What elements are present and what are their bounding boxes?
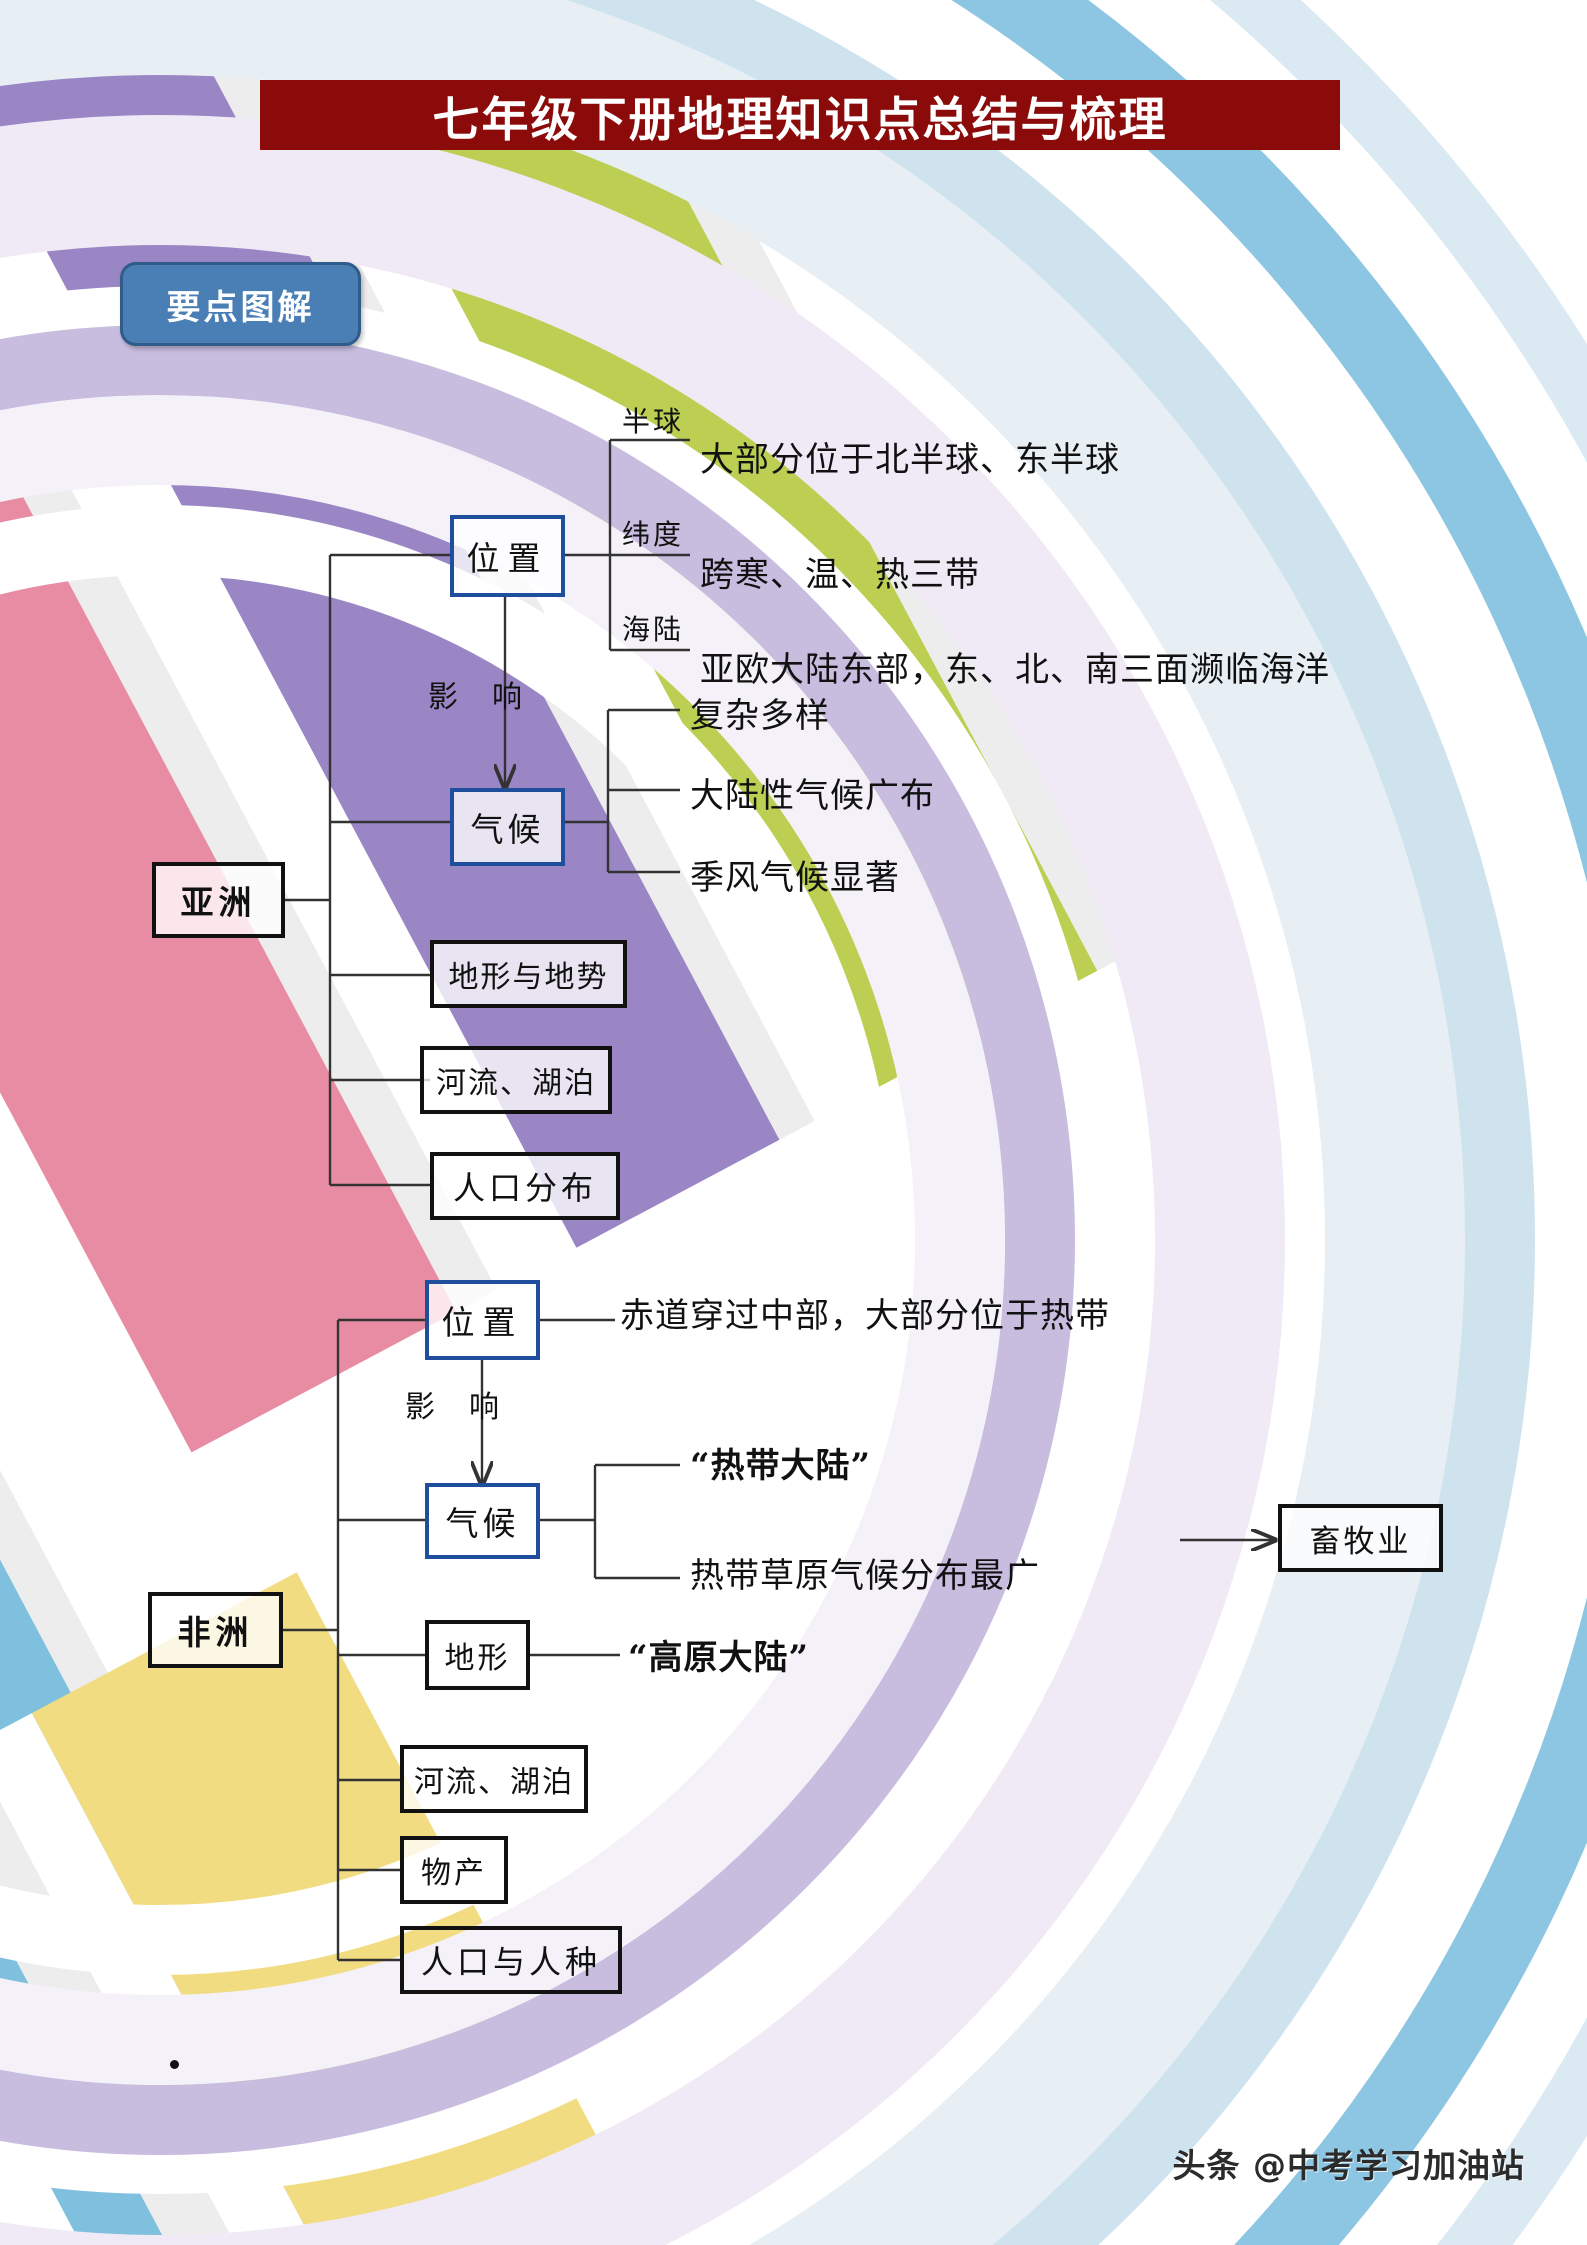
africa-influence-label: 影 响	[405, 1390, 501, 1425]
section-badge: 要点图解	[120, 262, 361, 346]
africa-location-value: 赤道穿过中部，大部分位于热带	[620, 1296, 1110, 1336]
africa-location-label: 位置	[441, 1303, 524, 1342]
asia-node-rivers[interactable]: 河流、湖泊	[420, 1046, 612, 1114]
africa-terrain-box[interactable]: 地形	[425, 1620, 530, 1690]
asia-climate-item-1: 大陆性气候广布	[690, 776, 935, 816]
watermark-footer: 头条 @中考学习加油站	[1173, 2139, 1526, 2187]
page-title-text: 七年级下册地理知识点总结与梳理	[432, 92, 1168, 148]
africa-livestock-box[interactable]: 畜牧业	[1278, 1504, 1443, 1572]
asia-climate-box[interactable]: 气候	[450, 788, 565, 866]
asia-climate-label: 气候	[470, 810, 545, 849]
africa-root-box[interactable]: 非洲	[148, 1592, 283, 1668]
asia-location-branch-value-0: 大部分位于北半球、东半球	[700, 440, 1120, 480]
africa-node-population-race[interactable]: 人口与人种	[400, 1926, 622, 1994]
asia-root-label: 亚洲	[180, 883, 257, 922]
asia-location-label: 位置	[466, 539, 549, 578]
watermark-text: 头条 @中考学习加油站	[1172, 2146, 1525, 2185]
africa-climate-label: 气候	[445, 1504, 520, 1543]
page-title: 七年级下册地理知识点总结与梳理	[260, 80, 1340, 150]
asia-location-branch-value-2: 亚欧大陆东部，东、北、南三面濒临海洋	[700, 650, 1330, 690]
asia-root-location-box[interactable]: 位置	[450, 515, 565, 597]
asia-climate-item-0: 复杂多样	[690, 696, 830, 736]
asia-location-branch-key-2: 海陆	[622, 613, 685, 646]
africa-location-box[interactable]: 位置	[425, 1280, 540, 1360]
asia-root-box[interactable]: 亚洲	[152, 862, 285, 938]
africa-climate-item-0: “热带大陆”	[690, 1446, 872, 1486]
africa-node-rivers[interactable]: 河流、湖泊	[400, 1745, 588, 1813]
asia-location-branch-key-0: 半球	[622, 405, 685, 438]
africa-climate-box[interactable]: 气候	[425, 1483, 540, 1559]
asia-node-terrain[interactable]: 地形与地势	[430, 940, 627, 1008]
asia-location-branch-key-1: 纬度	[622, 518, 685, 551]
asia-node-population[interactable]: 人口分布	[430, 1152, 620, 1220]
africa-node-products[interactable]: 物产	[400, 1836, 508, 1904]
africa-root-label: 非洲	[177, 1613, 254, 1652]
stray-dot	[170, 2060, 179, 2069]
asia-climate-item-2: 季风气候显著	[690, 858, 900, 898]
africa-terrain-value: “高原大陆”	[628, 1638, 810, 1678]
asia-location-branch-value-1: 跨寒、温、热三带	[700, 555, 980, 595]
section-badge-label: 要点图解	[166, 287, 315, 328]
asia-influence-label: 影 响	[428, 680, 524, 715]
africa-climate-item-1: 热带草原气候分布最广	[690, 1556, 1040, 1596]
